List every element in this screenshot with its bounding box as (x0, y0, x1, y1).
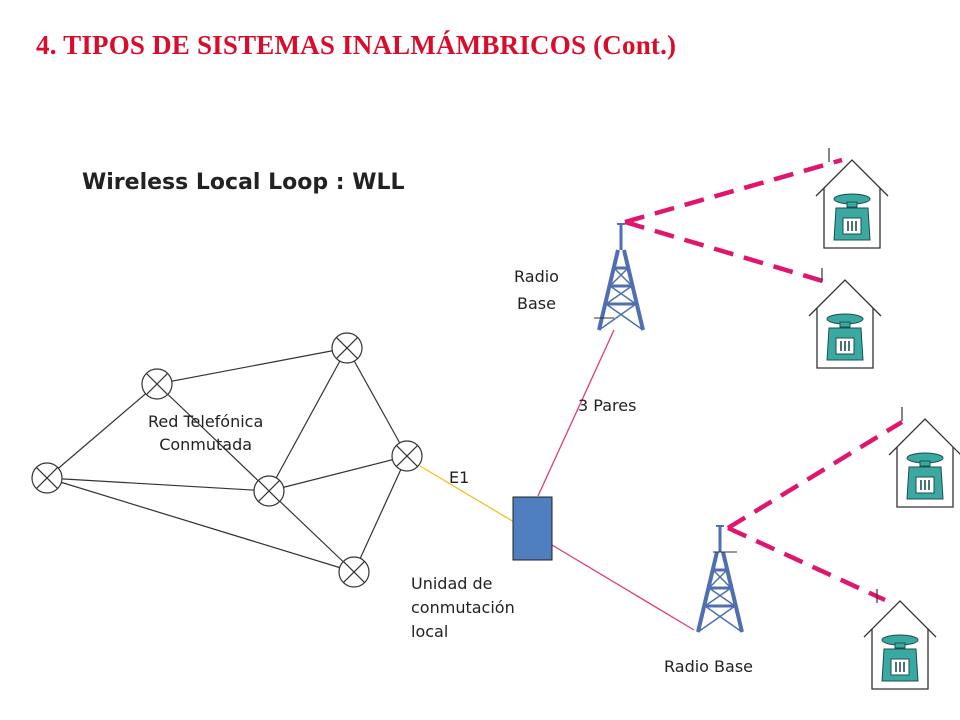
house-phone-icon (808, 267, 882, 369)
radio-link (726, 420, 904, 530)
network-link (46, 383, 158, 479)
local-switch-label: Unidad de conmutación local (411, 572, 515, 644)
pairs-link-top (537, 329, 615, 497)
switch-node-icon (331, 332, 363, 364)
network-link (346, 347, 408, 457)
network-link (268, 490, 355, 573)
switch-node-icon (141, 368, 173, 400)
house-phone-icon (863, 588, 937, 690)
radio-base-top-line2: Base (517, 294, 556, 313)
radio-base-top-line1: Radio (514, 267, 559, 286)
slide-title: 4. TIPOS DE SISTEMAS INALMÁMBRICOS (Cont… (36, 30, 677, 60)
radio-tower-icon (696, 524, 744, 634)
pairs-label: 3 Pares (578, 396, 637, 415)
local-switch-label-line1: Unidad de (411, 574, 493, 593)
local-switch-label-line3: local (411, 622, 449, 641)
switch-node-icon (391, 440, 423, 472)
local-switching-unit (512, 496, 553, 561)
switch-node-icon (253, 475, 285, 507)
pairs-link-bottom (551, 544, 695, 631)
network-link (353, 455, 408, 573)
e1-link (419, 465, 515, 523)
radio-base-top-label: Radio Base (514, 263, 559, 317)
radio-link (624, 219, 827, 285)
network-link (156, 383, 270, 492)
switch-node-icon (31, 462, 63, 494)
network-link (156, 347, 348, 385)
local-switch-label-line2: conmutación (411, 598, 515, 617)
network-link (46, 477, 270, 492)
slide-subtitle: Wireless Local Loop : WLL (82, 170, 405, 195)
network-link (46, 477, 355, 573)
network-label-line2: Conmutada (159, 435, 253, 454)
switch-node-icon (338, 556, 370, 588)
network-link (268, 347, 348, 492)
radio-link (727, 525, 886, 603)
house-phone-icon (815, 147, 889, 249)
network-links (46, 347, 408, 573)
network-label-line1: Red Telefónica (148, 412, 264, 431)
e1-label: E1 (449, 468, 470, 487)
network-link (268, 455, 408, 492)
radio-links (624, 157, 904, 603)
radio-tower-icon (597, 222, 645, 332)
network-label: Red Telefónica Conmutada (148, 410, 263, 456)
radio-base-bottom-label: Radio Base (664, 657, 754, 676)
radio-link (624, 157, 843, 225)
